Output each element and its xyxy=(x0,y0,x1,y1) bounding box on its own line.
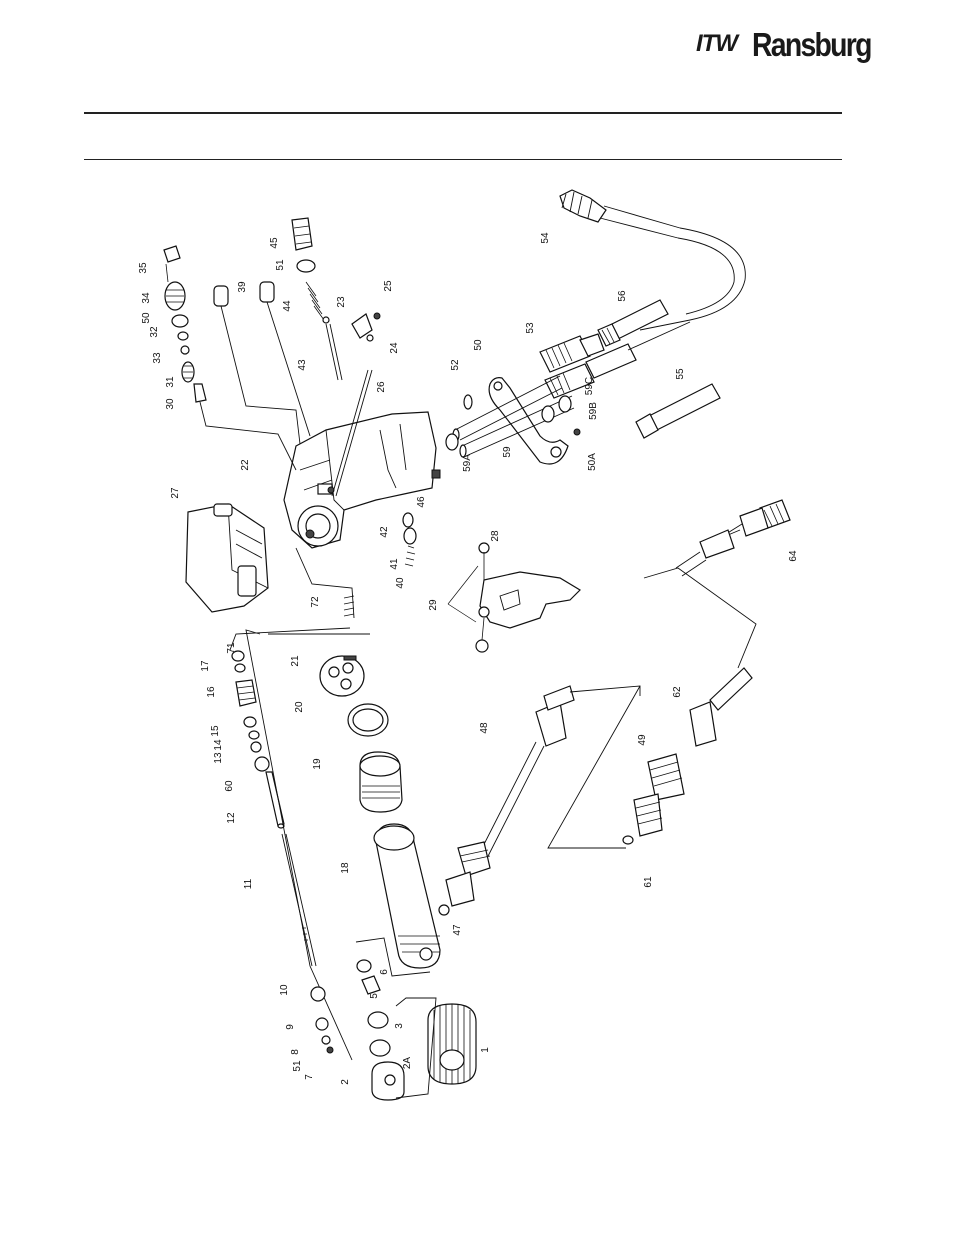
callout-c8: 8 xyxy=(290,1049,301,1055)
part-10-7 xyxy=(311,987,333,1053)
callout-c56: 56 xyxy=(617,290,628,302)
callout-c50b: 50 xyxy=(141,312,152,324)
callout-c44: 44 xyxy=(282,300,293,312)
callout-c22: 22 xyxy=(240,459,251,471)
callout-c14: 14 xyxy=(213,739,224,751)
callout-c27: 27 xyxy=(170,487,181,499)
callout-c25: 25 xyxy=(383,280,394,292)
callout-c23: 23 xyxy=(336,296,347,308)
part-28-trigger xyxy=(476,543,580,652)
part-64-fitting xyxy=(644,500,790,668)
part-20-ring xyxy=(348,704,388,736)
callout-c31: 31 xyxy=(165,376,176,388)
callout-c59C: 59C xyxy=(584,377,595,395)
callout-c43: 43 xyxy=(297,359,308,371)
part-48-rod xyxy=(439,686,640,915)
callout-c46: 46 xyxy=(416,496,427,508)
part-55-tube xyxy=(636,384,720,438)
callout-c50A: 50A xyxy=(587,453,598,471)
callout-c62: 62 xyxy=(672,686,683,698)
callout-c2: 2 xyxy=(340,1079,351,1085)
callout-c42: 42 xyxy=(379,526,390,538)
part-19-sleeve xyxy=(360,752,402,812)
callout-c20: 20 xyxy=(294,701,305,713)
callout-c1: 1 xyxy=(480,1047,491,1053)
callout-c16: 16 xyxy=(206,686,217,698)
callout-c32: 32 xyxy=(149,326,160,338)
part-45-43-stack xyxy=(292,218,342,380)
callout-c30: 30 xyxy=(165,398,176,410)
callout-c28: 28 xyxy=(490,530,501,542)
callout-c41: 41 xyxy=(389,558,400,570)
part-56-tube xyxy=(598,300,668,346)
part-21-disc xyxy=(320,656,364,696)
callout-c12: 12 xyxy=(226,812,237,824)
callout-c72: 72 xyxy=(310,596,321,608)
part-30-35-stack xyxy=(164,246,296,470)
callout-c51b: 51 xyxy=(292,1060,303,1072)
callout-c5: 5 xyxy=(369,993,380,999)
callout-c60: 60 xyxy=(224,780,235,792)
callout-c6: 6 xyxy=(379,969,390,975)
callout-c40: 40 xyxy=(395,577,406,589)
callout-c59B: 59B xyxy=(588,402,599,420)
callout-c35: 35 xyxy=(138,262,149,274)
callout-c17: 17 xyxy=(200,660,211,672)
part-39-caps xyxy=(214,282,310,444)
callout-c19: 19 xyxy=(312,758,323,770)
callout-c61: 61 xyxy=(643,876,654,888)
callout-c64: 64 xyxy=(788,550,799,562)
callout-c26: 26 xyxy=(376,381,387,393)
callout-c45: 45 xyxy=(269,237,280,249)
callout-c3: 3 xyxy=(394,1023,405,1029)
callout-c9: 9 xyxy=(285,1024,296,1030)
callout-c71: 71 xyxy=(226,642,237,654)
callout-c2A: 2A xyxy=(402,1057,413,1070)
callout-c15: 15 xyxy=(210,725,221,737)
callout-c18: 18 xyxy=(340,862,351,874)
callout-c24: 24 xyxy=(389,342,400,354)
callout-c7: 7 xyxy=(304,1074,315,1080)
part-11-rod xyxy=(282,834,316,966)
callout-c55: 55 xyxy=(675,368,686,380)
callout-c49: 49 xyxy=(637,734,648,746)
callout-c54: 54 xyxy=(540,232,551,244)
callout-c29: 29 xyxy=(428,599,439,611)
callout-c21: 21 xyxy=(290,655,301,667)
callout-c13: 13 xyxy=(213,752,224,764)
part-27-block xyxy=(186,504,268,612)
callout-c33: 33 xyxy=(152,352,163,364)
callout-c59A: 59A xyxy=(462,454,473,472)
part-22-gun-body xyxy=(284,412,436,548)
callout-c48: 48 xyxy=(479,722,490,734)
part-18-barrel xyxy=(374,824,440,968)
callout-c52: 52 xyxy=(450,359,461,371)
callout-c39: 39 xyxy=(237,281,248,293)
callout-c34: 34 xyxy=(141,292,152,304)
callout-c47: 47 xyxy=(452,924,463,936)
part-49-62-61 xyxy=(548,668,752,848)
part-1-nut xyxy=(428,1004,476,1084)
callout-c53: 53 xyxy=(525,322,536,334)
callout-c10: 10 xyxy=(279,984,290,996)
callout-c50: 50 xyxy=(473,339,484,351)
callout-c59: 59 xyxy=(502,446,513,458)
callout-c51a: 51 xyxy=(275,259,286,271)
callout-c11: 11 xyxy=(243,878,254,889)
